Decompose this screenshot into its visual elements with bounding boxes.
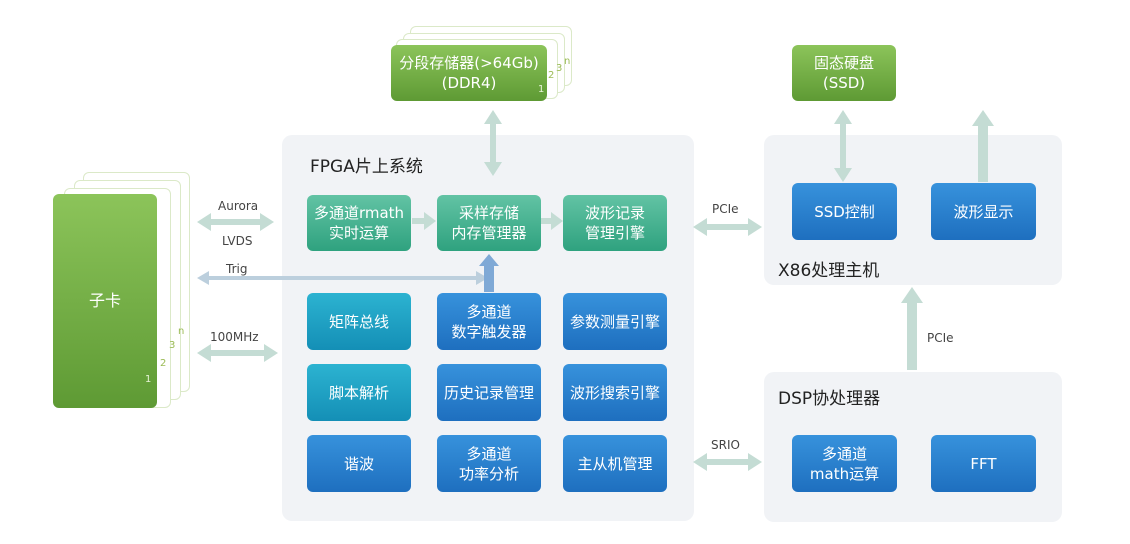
dsp-math-line2: math运算 [809,464,880,483]
card-stack-label-2: 2 [160,358,167,369]
card-stack-label-1: 1 [145,374,152,385]
ssd-line1: 固态硬盘 [813,54,874,72]
mem-to-record-arrow [541,212,563,230]
aurora-label: Aurora [218,199,259,213]
pcie-fpga-arrow [693,218,762,236]
wave-record-line2: 管理引擎 [584,224,645,242]
ddr-arrow [484,110,502,176]
sample-memory-line2: 内存管理器 [451,224,527,242]
history-block: 历史记录管理 [437,364,541,421]
pcie-fpga-label: PCIe [712,202,739,216]
display-up-arrow [972,110,994,182]
wave-search-block: 波形搜索引擎 [563,364,667,421]
ssd-disk: 固态硬盘 (SSD) [792,45,896,101]
power-analysis-line2: 功率分析 [458,464,519,483]
fft-block: FFT [931,435,1036,492]
dsp-math-block: 多通道 math运算 [792,435,897,492]
x86-title: X86处理主机 [778,261,880,281]
digital-trigger-block: 多通道 数字触发器 [437,293,541,350]
digital-trigger-line1: 多通道 [466,302,512,321]
rmath-block: 多通道rmath 实时运算 [307,195,411,251]
pcie-dsp-arrow [901,287,923,370]
srio-arrow [693,453,762,471]
clock-arrow [197,344,278,362]
ssd-control-block: SSD控制 [792,183,897,240]
script-parse-block: 脚本解析 [307,364,411,421]
power-analysis-line1: 多通道 [466,444,512,463]
ddr-memory: 分段存储器(>64Gb) (DDR4) [391,45,547,101]
rmath-line2: 实时运算 [328,224,389,242]
daughter-card: 子卡 [53,194,157,408]
card-stack-label-n: n [178,326,185,337]
ssd-line2: (SSD) [822,74,866,92]
digital-trigger-line2: 数字触发器 [451,322,527,341]
dsp-title: DSP协处理器 [778,389,881,409]
ddr-stack-label-1: 1 [538,84,545,95]
trigger-up-arrow [479,254,499,292]
wave-display-block: 波形显示 [931,183,1036,240]
rmath-to-mem-arrow [412,212,436,230]
ddr-stack-label-2: 2 [548,70,555,81]
param-measure-block: 参数测量引擎 [563,293,667,350]
master-slave-block: 主从机管理 [563,435,667,492]
aurora-arrow [197,213,274,231]
sample-memory-block: 采样存储 内存管理器 [437,195,541,251]
harmonic-block: 谐波 [307,435,411,492]
ssd-arrow [834,110,852,182]
lvds-label: LVDS [222,234,253,248]
trig-arrow [197,271,488,285]
clock-label: 100MHz [210,330,259,344]
ddr-line2: (DDR4) [441,74,497,92]
ddr-stack-label-3: 3 [556,63,563,74]
power-analysis-block: 多通道 功率分析 [437,435,541,492]
pcie-dsp-label: PCIe [927,331,954,345]
rmath-line1: 多通道rmath [313,204,405,222]
matrix-bus-block: 矩阵总线 [307,293,411,350]
ddr-stack-label-n: n [564,56,571,67]
wave-record-line1: 波形记录 [584,204,645,222]
fpga-title: FPGA片上系统 [310,157,423,177]
daughter-card-label: 子卡 [88,291,121,310]
srio-label: SRIO [711,438,740,452]
trig-label: Trig [226,262,248,276]
wave-record-block: 波形记录 管理引擎 [563,195,667,251]
card-stack-label-3: 3 [169,340,176,351]
dsp-math-line1: 多通道 [821,444,867,463]
ddr-line1: 分段存储器(>64Gb) [399,54,539,72]
sample-memory-line1: 采样存储 [458,204,519,222]
